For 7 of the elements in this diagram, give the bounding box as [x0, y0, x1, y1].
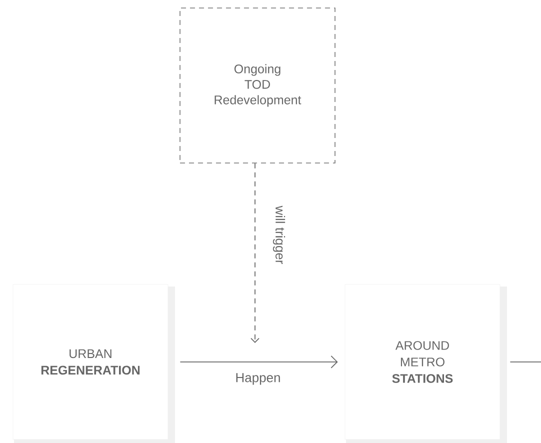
edge-label: will trigger [272, 204, 286, 266]
edge-label: Happen [234, 372, 282, 386]
process-box: AROUND METRO STATIONS [344, 284, 507, 443]
arrow [250, 162, 260, 343]
arrow [180, 356, 338, 368]
dashed-box: Ongoing TOD Redevelopment [180, 8, 336, 164]
process-box: URBAN REGENERATION [12, 284, 175, 443]
